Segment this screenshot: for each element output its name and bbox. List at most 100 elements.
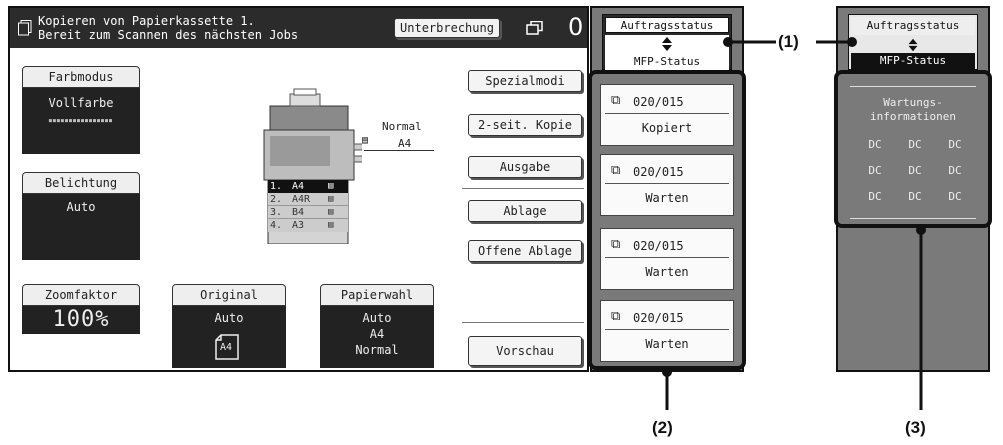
preview-button[interactable]: Vorschau [468,336,582,366]
toggle-arrows-icon [605,35,729,53]
tray-number: 3. [270,207,283,218]
callout-label-1: (1) [778,32,799,51]
tray-4[interactable]: 4. A3 ▤ [268,219,348,232]
color-mode-value: Vollfarbe [48,96,114,110]
job-count: 020/015 [633,311,684,325]
color-mode-panel[interactable]: Vollfarbe ■■■■■■■■■■■■■■■■ [22,88,140,154]
job-card[interactable]: ⧉ 020/015 Warten [600,154,734,216]
tray-paper-icon: ▤ [328,207,334,217]
tray-1[interactable]: 1. A4 ▤ [268,180,348,193]
filing-button[interactable]: Ablage [468,200,582,222]
status-toggle-button[interactable]: Auftragsstatus MFP-Status [848,14,978,70]
job-status: Kopiert [641,121,693,135]
toggle-arrows-icon [849,37,977,53]
interrupt-button[interactable]: Unterbrechung [394,18,500,38]
dc-cell: DC [908,190,922,203]
original-button[interactable]: Original [172,284,286,306]
job-card[interactable]: ⧉ 020/015 Warten [600,228,734,290]
dc-cell: DC [868,138,882,151]
paper-select-panel[interactable]: Auto A4 Normal [320,306,434,368]
mfp-status-tab[interactable]: MFP-Status [851,53,975,69]
tray-paper-icon: ▤ [328,220,334,230]
original-size: A4 [220,342,233,353]
status-toggle-button[interactable]: Auftragsstatus MFP-Status [602,14,732,71]
color-mode-indicator: ■■■■■■■■■■■■■■■■ [48,118,114,124]
job-count: 020/015 [633,239,684,253]
job-card[interactable]: ⧉ 020/015 Warten [600,300,734,362]
tray-list: 1. A4 ▤ 2. A4R ▤ 3. B4 ▤ 4. A3 ▤ [268,180,348,232]
message-bar: Kopieren von Papierkassette 1. Bereit zu… [10,8,587,48]
color-mode-button[interactable]: Farbmodus [22,66,140,88]
separator [605,329,729,330]
job-status-tab[interactable]: Auftragsstatus [851,17,975,35]
exposure-button[interactable]: Belichtung [22,172,140,194]
paper-mode: Auto [362,311,392,325]
mfp-status-tab[interactable]: MFP-Status [605,53,729,71]
exposure-value: Auto [66,200,96,214]
original-panel[interactable]: Auto A4 [172,306,286,368]
dc-cell: DC [908,138,922,151]
job-status: Warten [645,337,689,351]
tray-paper-icon: ▤ [328,194,334,204]
copy-job-icon [18,20,32,36]
zoom-button[interactable]: Zoomfaktor [22,284,140,306]
job-list-callout-frame [588,70,746,370]
paper-size: A4 [369,327,385,341]
copy-count: 0 [568,13,584,41]
dc-cell: DC [948,164,962,177]
callout-label-3: (3) [905,418,926,437]
maintenance-callout-frame [834,70,992,228]
copy-main-screen: Kopieren von Papierkassette 1. Bereit zu… [8,6,589,372]
output-size: A4 [398,137,412,150]
separator [605,183,729,184]
dc-cell: DC [908,164,922,177]
original-value: Auto [214,311,244,325]
output-type: Normal [382,120,422,133]
separator [462,188,584,189]
job-status-tab[interactable]: Auftragsstatus [605,17,729,33]
dc-cell: DC [868,164,882,177]
dc-cell: DC [868,190,882,203]
tray-2[interactable]: 2. A4R ▤ [268,193,348,206]
job-status: Warten [645,265,689,279]
output-tray-icon: ▤ [362,135,369,146]
copy-job-icon: ⧉ [611,163,621,178]
copy-job-icon: ⧉ [611,309,621,324]
job-status: Warten [645,191,689,205]
separator [605,113,729,114]
job-count: 020/015 [633,165,684,179]
quick-file-button[interactable]: Offene Ablage [468,240,582,262]
duplex-copy-button[interactable]: 2-seit. Kopie [468,114,582,136]
callout-label-2: (2) [652,418,673,437]
dc-cell: DC [948,138,962,151]
job-card[interactable]: ⧉ 020/015 Kopiert [600,84,734,146]
output-line [364,150,434,151]
copy-job-icon: ⧉ [611,237,621,252]
paper-type: Normal [355,343,399,357]
dc-cell: DC [948,190,962,203]
tray-number: 2. [270,194,283,205]
print-queue-icon[interactable] [526,21,544,35]
tray-size: A4R [292,194,311,205]
maintenance-info-title: Wartungs- informationen [869,96,957,123]
tray-number: 4. [270,220,283,231]
special-modes-button[interactable]: Spezialmodi [468,70,582,92]
separator [850,86,976,87]
exposure-panel[interactable]: Auto [22,194,140,260]
copy-job-icon: ⧉ [611,93,621,108]
dc-grid: DC DC DC DC DC DC DC DC DC [860,138,970,216]
tray-paper-icon: ▤ [328,181,334,191]
zoom-value[interactable]: 100% [22,306,140,334]
tray-size: A3 [292,220,305,231]
status-message: Kopieren von Papierkassette 1. Bereit zu… [38,14,299,42]
separator [850,218,976,219]
separator [605,257,729,258]
job-count: 020/015 [633,95,684,109]
separator [462,322,584,323]
output-button[interactable]: Ausgabe [468,156,582,178]
tray-size: A4 [292,181,305,192]
paper-select-button[interactable]: Papierwahl [320,284,434,306]
original-doc-icon: A4 [214,334,240,360]
job-status-panel: Auftragsstatus MFP-Status ⧉ 020/015 Kopi… [590,6,744,372]
tray-3[interactable]: 3. B4 ▤ [268,206,348,219]
